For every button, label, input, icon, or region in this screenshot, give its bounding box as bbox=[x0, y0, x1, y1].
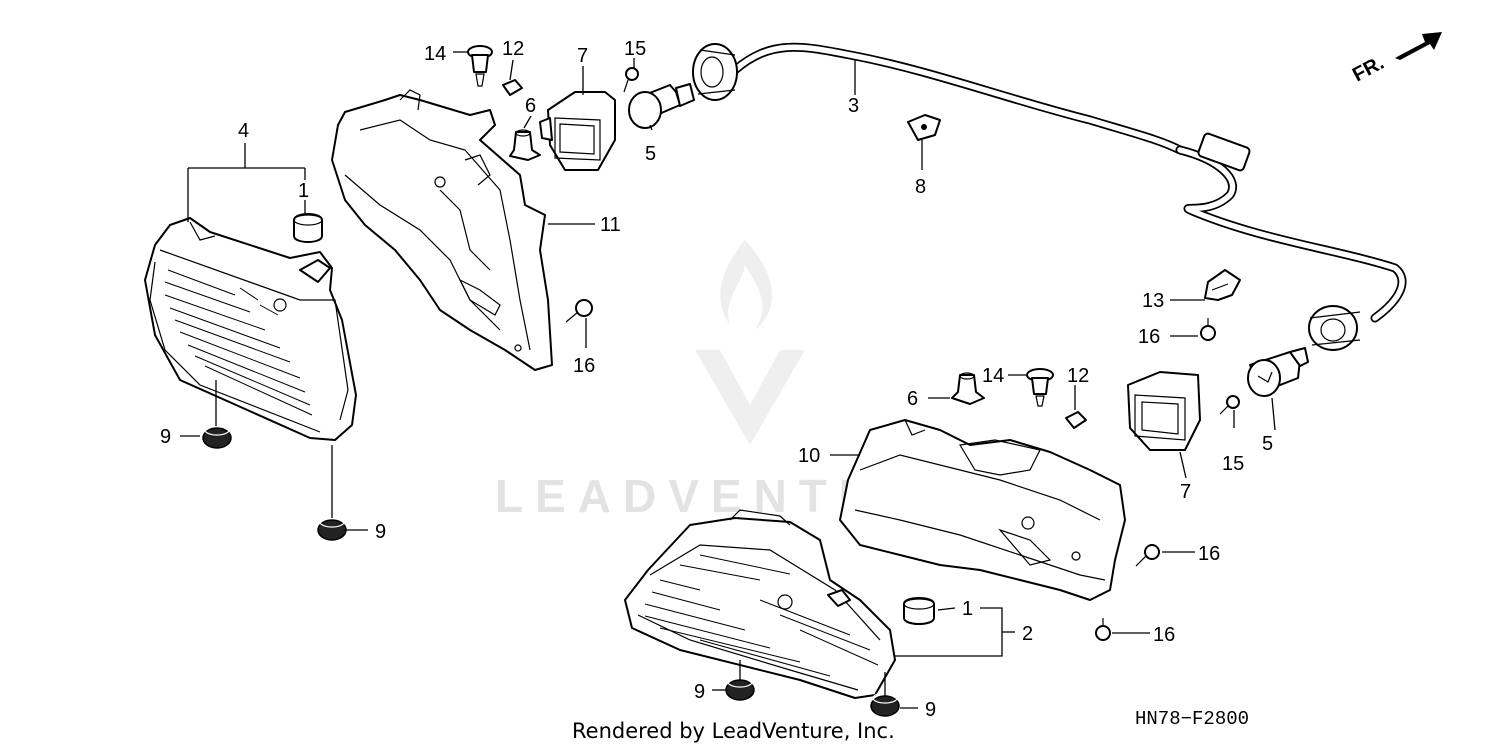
callout-16-right-middle: 16 bbox=[1198, 543, 1220, 565]
part-16-screw-right-lower bbox=[1095, 618, 1111, 641]
part-16-screw-right-middle bbox=[1135, 544, 1160, 567]
callout-7-right: 7 bbox=[1180, 481, 1191, 503]
part-6-grommet-right bbox=[951, 372, 985, 405]
part-9-grommet-left-1 bbox=[202, 424, 232, 449]
part-11-left-housing bbox=[331, 89, 553, 371]
part-7-bulb-housing-top bbox=[539, 91, 616, 171]
part-13-clamp bbox=[1204, 269, 1241, 301]
callout-14-top: 14 bbox=[424, 43, 446, 65]
part-16-screw-right-upper bbox=[1200, 318, 1216, 341]
part-4-left-headlight bbox=[144, 217, 357, 441]
callout-10: 10 bbox=[798, 445, 820, 467]
callout-15-top: 15 bbox=[624, 38, 646, 60]
callout-16-left: 16 bbox=[573, 355, 595, 377]
part-1-cap-left bbox=[293, 213, 323, 243]
leader-lines bbox=[180, 51, 1276, 709]
part-14-bolt-right bbox=[1026, 368, 1054, 407]
part-9-grommet-left-2 bbox=[317, 516, 347, 541]
part-2-right-headlight bbox=[624, 509, 896, 699]
callout-6-top: 6 bbox=[525, 95, 536, 117]
part-15-screw-top bbox=[623, 67, 639, 93]
part-1-cap-right bbox=[903, 597, 935, 625]
part-16-screw-left bbox=[565, 299, 593, 323]
render-credit: Rendered by LeadVenture, Inc. bbox=[572, 719, 895, 743]
part-12-clip-nut-top bbox=[502, 79, 523, 96]
part-5-bulb-right bbox=[1247, 347, 1309, 397]
callout-2: 2 bbox=[1022, 623, 1033, 645]
callout-14-right: 14 bbox=[982, 365, 1004, 387]
callout-7-top: 7 bbox=[577, 45, 588, 67]
part-5-bulb-top bbox=[628, 83, 695, 129]
callout-6-right: 6 bbox=[907, 388, 918, 410]
part-12-clip-nut-right bbox=[1065, 411, 1087, 429]
callout-3: 3 bbox=[848, 95, 859, 117]
callout-9-right-1: 9 bbox=[694, 681, 705, 703]
front-direction-label: FR. bbox=[1349, 52, 1388, 87]
part-10-right-housing bbox=[839, 419, 1126, 601]
part-8-clip bbox=[907, 114, 941, 141]
callout-15-right: 15 bbox=[1222, 453, 1244, 475]
callout-13: 13 bbox=[1142, 290, 1164, 312]
part-15-screw-right bbox=[1219, 395, 1240, 415]
callout-16-right-lower: 16 bbox=[1153, 624, 1175, 646]
part-9-grommet-right-1 bbox=[725, 676, 755, 701]
callout-1-right: 1 bbox=[962, 598, 973, 620]
callout-9-left-1: 9 bbox=[160, 426, 171, 448]
part-6-grommet-top bbox=[509, 129, 541, 161]
callout-5-right: 5 bbox=[1262, 433, 1273, 455]
callout-9-left-2: 9 bbox=[375, 521, 386, 543]
callout-1-left: 1 bbox=[298, 180, 309, 202]
callout-12-top: 12 bbox=[502, 38, 524, 60]
part-3-wire-harness bbox=[692, 42, 1407, 351]
callout-12-right: 12 bbox=[1067, 365, 1089, 387]
callout-4: 4 bbox=[238, 120, 249, 142]
callout-8: 8 bbox=[915, 176, 926, 198]
callout-5-top: 5 bbox=[645, 143, 656, 165]
leadventure-watermark-logo bbox=[695, 240, 805, 445]
callout-11: 11 bbox=[600, 214, 621, 236]
callout-16-right-upper: 16 bbox=[1138, 326, 1160, 348]
part-9-grommet-right-2 bbox=[870, 692, 900, 717]
diagram-code: HN78−F2800 bbox=[1135, 708, 1249, 730]
callout-9-right-2: 9 bbox=[925, 699, 936, 721]
part-14-bolt-top bbox=[467, 45, 493, 87]
front-direction-arrow: FR. bbox=[1349, 32, 1442, 86]
part-7-bulb-housing-right bbox=[1127, 371, 1201, 451]
